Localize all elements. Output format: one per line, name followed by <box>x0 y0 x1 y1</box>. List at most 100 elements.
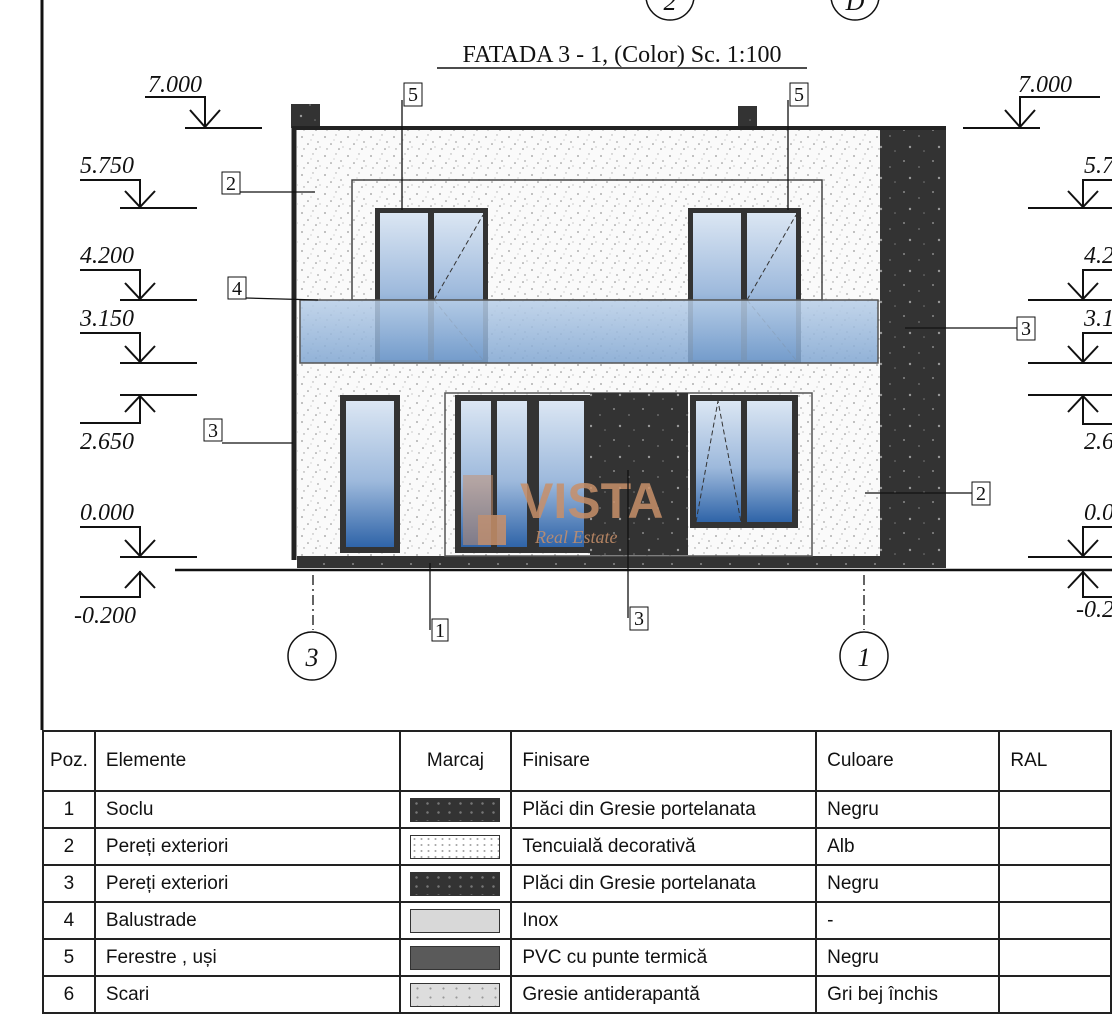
level-label-left: 3.150 <box>79 306 134 332</box>
level-label-right: 2.650 <box>1084 429 1112 455</box>
callout-tag: 1 <box>431 618 449 642</box>
legend-poz: 6 <box>42 975 96 1014</box>
svg-text:2: 2 <box>664 0 677 16</box>
svg-text:3: 3 <box>634 608 644 630</box>
header-marcaj: Marcaj <box>398 730 513 792</box>
level-label-right: 7.000 <box>1018 72 1072 98</box>
facade-elevation-drawing: 2 D FATADA 3 - 1, (Color) Sc. 1:100 <box>40 0 1112 730</box>
legend-ral <box>998 864 1112 903</box>
dark-cladding-center <box>590 393 688 555</box>
level-label-right: -0.200 <box>1076 597 1112 623</box>
finishes-legend-table: Poz. Elemente Marcaj Finisare Culoare RA… <box>42 730 1112 1014</box>
legend-header-row: Poz. Elemente Marcaj Finisare Culoare RA… <box>42 730 1112 792</box>
legend-marcaj <box>398 938 513 977</box>
levels-left <box>80 96 262 598</box>
header-ral: RAL <box>998 730 1112 792</box>
legend-marcaj <box>398 901 513 940</box>
header-poz: Poz. <box>42 730 96 792</box>
legend-finisare: PVC cu punte termică <box>510 938 818 977</box>
legend-marcaj <box>398 864 513 903</box>
legend-marcaj <box>398 827 513 866</box>
legend-culoare: Negru <box>815 938 1001 977</box>
svg-text:VISTA: VISTA <box>520 473 664 529</box>
entrance-door <box>340 395 400 553</box>
svg-text:1: 1 <box>858 643 871 672</box>
lower-window-right <box>690 395 798 528</box>
callout-tag: 2 <box>971 481 991 506</box>
svg-text:2: 2 <box>226 173 236 195</box>
legend-finisare: Plăci din Gresie portelanata <box>510 864 818 903</box>
svg-text:2: 2 <box>976 483 986 505</box>
svg-text:5: 5 <box>408 84 418 106</box>
callout-tag: 3 <box>1016 316 1036 341</box>
callout-tag: 5 <box>789 82 809 107</box>
level-label-left: 5.750 <box>80 153 134 179</box>
header-finisare: Finisare <box>510 730 818 792</box>
plinth <box>297 556 946 568</box>
svg-text:3: 3 <box>1021 318 1031 340</box>
axis-marker-top-right: D <box>830 0 880 21</box>
legend-marcaj <box>398 790 513 829</box>
axis-marker-bottom-right: 1 <box>839 631 889 681</box>
marcaj-swatch <box>410 945 501 970</box>
svg-text:4: 4 <box>232 278 242 300</box>
marcaj-swatch <box>410 982 501 1007</box>
legend-culoare: Gri bej închis <box>815 975 1001 1014</box>
legend-poz: 1 <box>42 790 96 829</box>
callout-tag: 3 <box>629 606 649 631</box>
svg-text:D: D <box>845 0 865 16</box>
legend-ral <box>998 827 1112 866</box>
marcaj-swatch <box>410 797 501 822</box>
legend-culoare: Alb <box>815 827 1001 866</box>
svg-text:5: 5 <box>794 84 804 106</box>
legend-ral <box>998 901 1112 940</box>
level-label-left: 0.000 <box>80 500 134 526</box>
callout-tag: 2 <box>221 171 241 195</box>
level-label-right: 0.000 <box>1084 500 1112 526</box>
legend-culoare: Negru <box>815 790 1001 829</box>
svg-text:Real Estate: Real Estate <box>534 527 617 547</box>
legend-poz: 5 <box>42 938 96 977</box>
legend-poz: 4 <box>42 901 96 940</box>
legend-finisare: Plăci din Gresie portelanata <box>510 790 818 829</box>
axis-marker-bottom-left: 3 <box>287 631 337 681</box>
levels-right <box>963 96 1112 598</box>
level-label-left: -0.200 <box>74 603 136 629</box>
vista-watermark-logo: VISTA Real Estate <box>463 473 664 547</box>
level-label-left: 7.000 <box>148 72 202 98</box>
legend-element: Scari <box>93 975 401 1014</box>
callout-tag: 4 <box>227 276 247 300</box>
legend-ral <box>998 790 1112 829</box>
level-label-right: 4.200 <box>1084 243 1112 269</box>
svg-text:3: 3 <box>305 643 319 672</box>
legend-ral <box>998 975 1112 1014</box>
callout-tag: 5 <box>403 82 423 107</box>
legend-poz: 2 <box>42 827 96 866</box>
marcaj-swatch <box>410 871 501 896</box>
marcaj-swatch <box>410 908 501 933</box>
parapet-left <box>291 104 320 128</box>
legend-culoare: - <box>815 901 1001 940</box>
svg-text:3: 3 <box>208 420 218 442</box>
header-culoare: Culoare <box>815 730 1001 792</box>
level-label-left: 4.200 <box>80 243 134 269</box>
dark-cladding-right <box>880 128 946 562</box>
level-label-right: 3.150 <box>1083 306 1112 332</box>
parapet-block <box>738 106 757 128</box>
legend-element: Pereți exteriori <box>93 827 401 866</box>
balustrade-glass <box>299 299 879 364</box>
legend-poz: 3 <box>42 864 96 903</box>
legend-element: Balustrade <box>93 901 401 940</box>
legend-finisare: Tencuială decorativă <box>510 827 818 866</box>
legend-culoare: Negru <box>815 864 1001 903</box>
drawing-title: FATADA 3 - 1, (Color) Sc. 1:100 <box>463 42 782 68</box>
level-label-left: 2.650 <box>80 429 134 455</box>
marcaj-swatch <box>410 834 501 859</box>
building-facade <box>175 104 1112 572</box>
legend-element: Soclu <box>93 790 401 829</box>
